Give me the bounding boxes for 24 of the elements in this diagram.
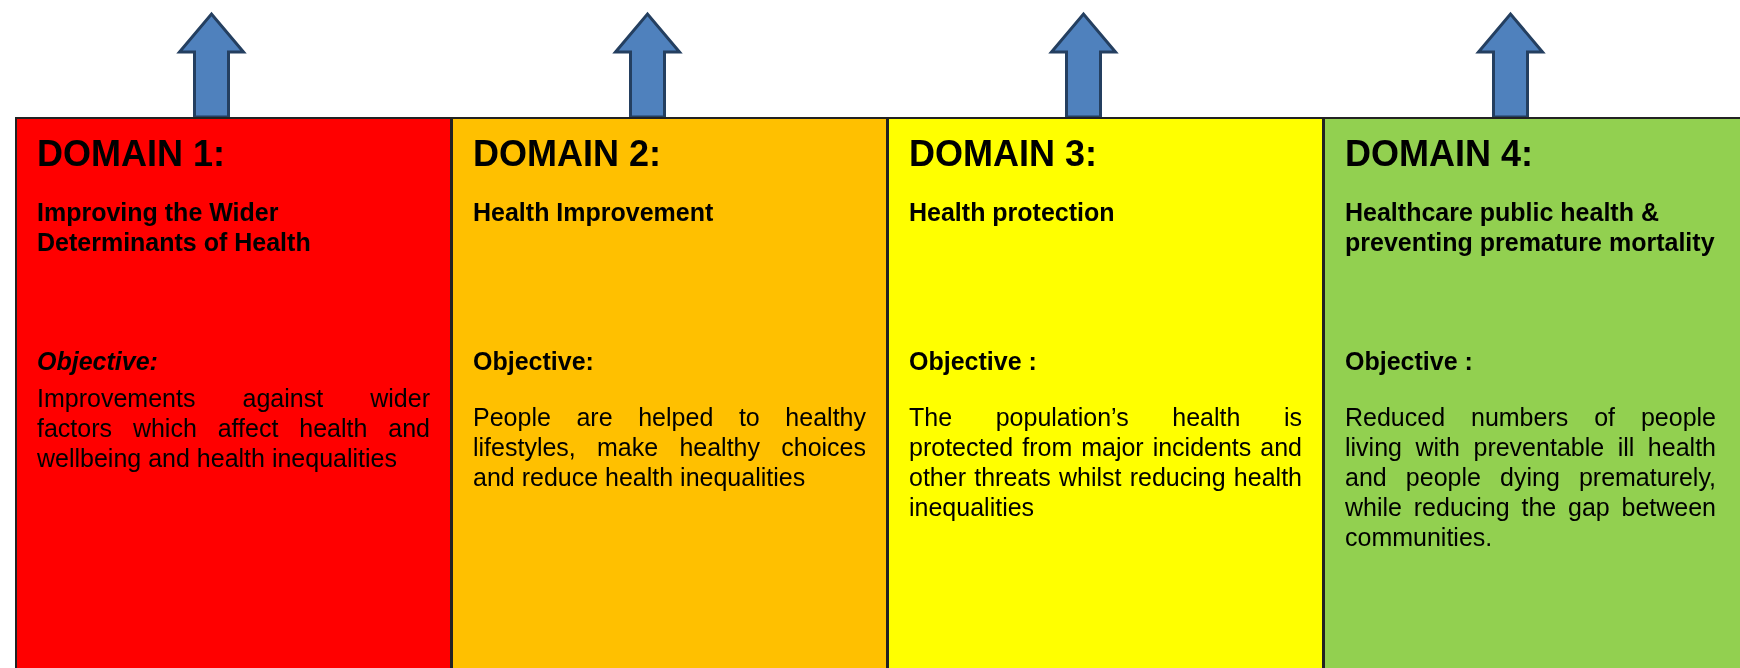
domain-title: Health protection [909,197,1116,227]
domain-box [451,117,888,668]
objective-heading: Objective : [909,347,1038,376]
domain-heading: DOMAIN 3: [909,133,1098,175]
block-arrow [1475,11,1546,119]
domain-title: Health Improvement [473,197,715,227]
block-arrow [176,11,247,119]
domain-box [15,117,452,668]
domain-heading: DOMAIN 1: [37,133,226,175]
block-arrow [1048,11,1119,119]
objective-heading: Objective: [37,347,159,376]
objective-text: People are helped to healthy lifestyles, make healthy choices and reduce health inequalities [473,402,866,492]
objective-text: The population’s health is protected from major incidents and other threats whilst reducing health inequalities [909,402,1302,522]
domain-box [887,117,1324,668]
domain-box [1323,117,1740,668]
domain-heading: DOMAIN 2: [473,133,662,175]
objective-heading: Objective : [1345,347,1474,376]
objective-text: Reduced numbers of people living with preventable ill health and people dying prematurely, while reducing the gap between communities. [1345,402,1716,552]
block-arrow [612,11,683,119]
domain-title: Improving the Wider Determinants of Health [37,197,312,257]
domain-title: Healthcare public health & preventing premature mortality [1345,197,1716,257]
objective-heading: Objective: [473,347,595,376]
domain-heading: DOMAIN 4: [1345,133,1534,175]
objective-text: Improvements against wider factors which affect health and wellbeing and health inequalities [37,383,430,473]
